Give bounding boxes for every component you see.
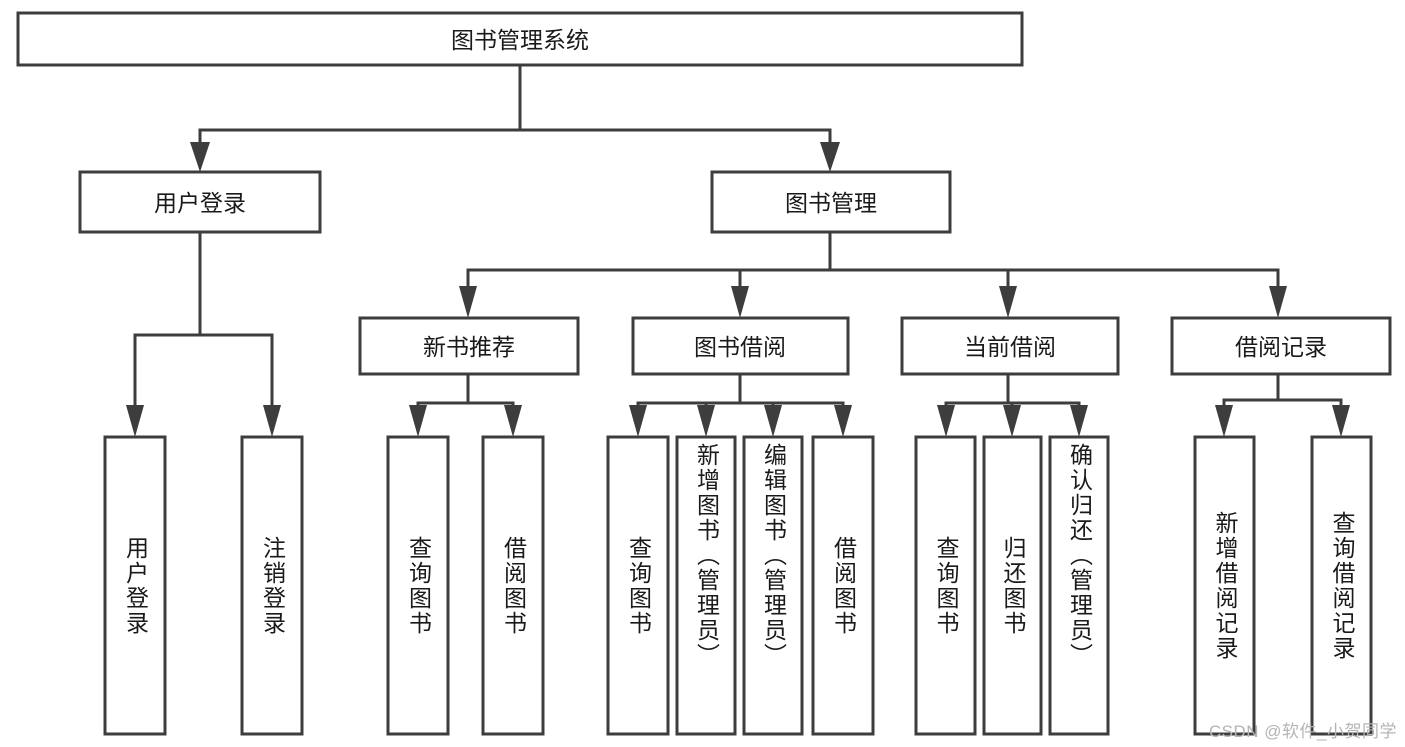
leaf-borrow-book-2-box[interactable] bbox=[811, 435, 875, 736]
leaf-borrow-book-1-box[interactable] bbox=[481, 435, 545, 736]
node-book-management-label: 图书管理 bbox=[785, 190, 877, 216]
leaf-add-borrow-record-box[interactable] bbox=[1193, 435, 1256, 736]
node-new-book-recommend-box[interactable] bbox=[358, 316, 580, 376]
node-new-book-recommend[interactable]: 新书推荐 bbox=[358, 316, 580, 376]
leaf-query-borrow-record-box[interactable] bbox=[1310, 435, 1373, 736]
node-book-management[interactable]: 图书管理 bbox=[710, 170, 952, 234]
arrowhead-leaf-query-book-2 bbox=[629, 405, 647, 437]
leaf-logout-login-box[interactable] bbox=[240, 435, 304, 736]
node-current-borrow[interactable]: 当前借阅 bbox=[900, 316, 1120, 376]
csdn-watermark: CSDN @软件_小贺同学 bbox=[1208, 722, 1397, 741]
node-book-management-box[interactable] bbox=[710, 170, 952, 234]
node-borrow-record[interactable]: 借阅记录 bbox=[1170, 316, 1392, 376]
arrowhead-leaf-query-borrow-record bbox=[1332, 405, 1350, 437]
node-current-borrow-label: 当前借阅 bbox=[964, 334, 1056, 360]
node-borrow-record-box[interactable] bbox=[1170, 316, 1392, 376]
arrowhead-leaf-logout-login bbox=[263, 405, 281, 437]
connector-group bbox=[126, 63, 1350, 437]
arrowhead-leaf-add-borrow-record bbox=[1215, 405, 1233, 437]
node-current-borrow-box[interactable] bbox=[900, 316, 1120, 376]
arrowhead-leaf-query-book-1 bbox=[409, 405, 427, 437]
arrowhead-leaf-user-login bbox=[126, 405, 144, 437]
leaf-confirm-return-box[interactable] bbox=[1048, 435, 1110, 736]
arrowhead-leaf-return-book bbox=[1003, 405, 1021, 437]
arrowhead-current-borrow bbox=[999, 286, 1017, 318]
leaf-query-book-3-box[interactable] bbox=[914, 435, 977, 736]
node-user-login[interactable]: 用户登录 bbox=[78, 170, 322, 234]
node-book-borrow[interactable]: 图书借阅 bbox=[631, 316, 850, 376]
arrowhead-book-management bbox=[820, 142, 840, 172]
node-user-login-label: 用户登录 bbox=[154, 190, 246, 216]
node-user-login-box[interactable] bbox=[78, 170, 322, 234]
arrowhead-book-borrow bbox=[731, 286, 749, 318]
arrowhead-new-book-recommend bbox=[459, 286, 477, 318]
arrowhead-leaf-edit-book bbox=[764, 405, 782, 437]
leaf-return-book-box[interactable] bbox=[982, 435, 1043, 736]
node-root-box[interactable] bbox=[16, 11, 1024, 67]
leaf-user-login-box[interactable] bbox=[103, 435, 167, 736]
arrowhead-leaf-borrow-book-2 bbox=[834, 405, 852, 437]
node-borrow-record-label: 借阅记录 bbox=[1235, 334, 1327, 360]
node-root[interactable]: 图书管理系统 bbox=[16, 11, 1024, 67]
leaf-query-book-2-box[interactable] bbox=[606, 435, 670, 736]
node-root-label: 图书管理系统 bbox=[451, 27, 589, 53]
arrowhead-leaf-query-book-3 bbox=[937, 405, 955, 437]
node-book-borrow-box[interactable] bbox=[631, 316, 850, 376]
node-new-book-recommend-label: 新书推荐 bbox=[423, 334, 515, 360]
leaf-edit-book-box[interactable] bbox=[742, 435, 804, 736]
arrowhead-borrow-record bbox=[1269, 286, 1287, 318]
arrowhead-leaf-add-book bbox=[697, 405, 715, 437]
leaf-add-book-box[interactable] bbox=[675, 435, 737, 736]
node-book-borrow-label: 图书借阅 bbox=[694, 334, 786, 360]
arrowhead-leaf-confirm-return bbox=[1070, 405, 1088, 437]
arrowhead-leaf-borrow-book-1 bbox=[504, 405, 522, 437]
leaf-query-book-1-box[interactable] bbox=[386, 435, 450, 736]
arrowhead-user-login bbox=[190, 142, 210, 172]
